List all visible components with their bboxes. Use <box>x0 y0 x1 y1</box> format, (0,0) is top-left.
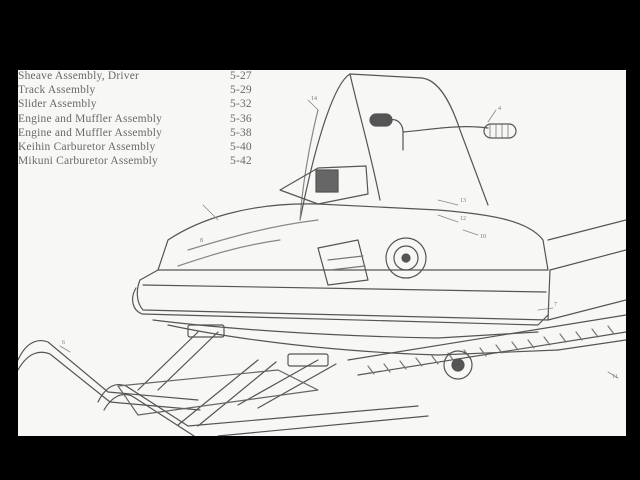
ski-right <box>97 383 419 427</box>
toc-entry-page: 5-36 <box>230 112 252 125</box>
toc-entry-page: 5-27 <box>230 70 252 82</box>
callout-8: 8 <box>200 238 203 244</box>
toc-entry-page: 5-38 <box>230 126 252 139</box>
callout-13: 13 <box>460 198 466 204</box>
manual-page: 13 12 10 4 6 7 11 8 14 Sheave Assembly, … <box>18 70 626 436</box>
toc-entry-title: Engine and Muffler Assembly <box>18 112 163 125</box>
callout-14: 14 <box>311 96 317 102</box>
toc-entry: Track Assembly 5-29 <box>18 84 278 98</box>
callout-4: 4 <box>498 106 501 112</box>
toc-entry-page: 5-42 <box>230 155 252 168</box>
gauge <box>315 169 339 193</box>
table-of-contents: Sheave Assembly, Driver 5-27 Track Assem… <box>18 70 278 169</box>
toc-entry-title: Slider Assembly <box>18 98 97 111</box>
callout-12: 12 <box>460 216 466 222</box>
toc-entry: Engine and Muffler Assembly 5-38 <box>18 127 278 141</box>
toc-entry-title: Mikuni Carburetor Assembly <box>18 155 158 168</box>
toc-entry-title: Keihin Carburetor Assembly <box>18 140 156 153</box>
bogie-wheel <box>443 350 473 380</box>
bumper <box>132 287 549 326</box>
toc-entry: Mikuni Carburetor Assembly 5-42 <box>18 155 278 169</box>
toc-entry: Slider Assembly 5-32 <box>18 98 278 112</box>
toc-entry-page: 5-29 <box>230 84 252 97</box>
toc-entry-title: Engine and Muffler Assembly <box>18 126 163 139</box>
toc-entry: Keihin Carburetor Assembly 5-40 <box>18 141 278 155</box>
toc-entry: Sheave Assembly, Driver 5-27 <box>18 70 278 84</box>
callout-7: 7 <box>554 302 557 308</box>
toc-entry-page: 5-32 <box>230 98 252 111</box>
callout-10: 10 <box>480 234 486 240</box>
toc-entry-title: Sheave Assembly, Driver <box>18 70 140 82</box>
snowmobile-illustration: 13 12 10 4 6 7 11 8 14 <box>18 73 626 436</box>
ski-left <box>18 339 199 401</box>
toc-entry-page: 5-40 <box>230 140 252 153</box>
callout-11: 11 <box>612 374 618 380</box>
toc-entry-title: Track Assembly <box>18 84 96 97</box>
callout-6: 6 <box>62 340 65 346</box>
cowl <box>157 203 549 271</box>
toc-entry: Engine and Muffler Assembly 5-36 <box>18 113 278 127</box>
